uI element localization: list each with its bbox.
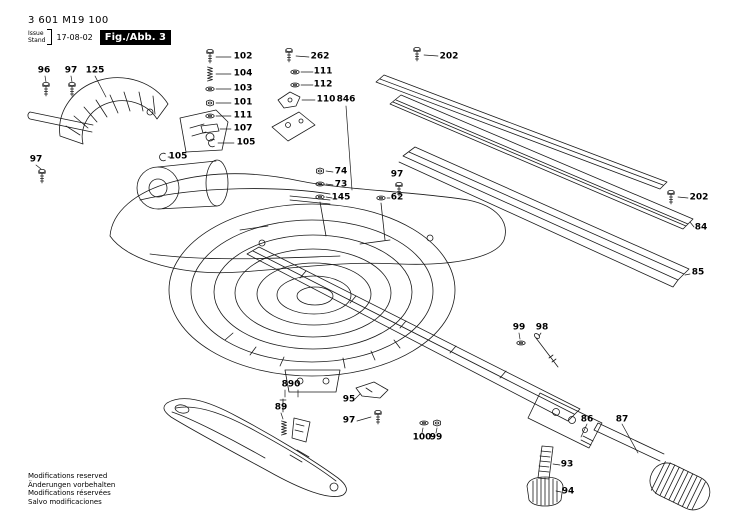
- clamp-knob: [526, 445, 564, 507]
- fence-rails: [375, 74, 694, 288]
- blade-guard: [27, 77, 169, 145]
- saw-base: [109, 173, 506, 393]
- stand-label: Stand: [28, 37, 46, 44]
- latch-hardware: [279, 333, 559, 443]
- issue-date: 17-08-02: [56, 32, 93, 42]
- bracket-divider: [47, 29, 53, 45]
- screw-97-icon: [68, 81, 76, 97]
- screw-202-right-icon: [667, 189, 675, 205]
- support-arm: [163, 398, 347, 497]
- footer-note-en: Modifications reserved: [28, 472, 108, 480]
- screw-97-left-icon: [38, 168, 46, 184]
- model-number: 3 601 M19 100: [28, 15, 109, 26]
- pull-handle: [593, 422, 711, 511]
- issue-label: Issue: [28, 30, 44, 37]
- leader-lines: [35, 54, 695, 493]
- issue-stand-labels: Issue Stand: [28, 30, 45, 44]
- screw-96-icon: [42, 81, 50, 97]
- hardware-column-middle: [277, 47, 301, 109]
- pivot-cylinder: [136, 159, 229, 210]
- slide-rail: [246, 246, 603, 449]
- washer-stacks: [315, 167, 403, 241]
- screw-202-top-icon: [413, 46, 421, 62]
- footer-note-es: Salvo modificaciones: [28, 497, 102, 506]
- footer-notes: Modifications reserved Änderungen vorbeh…: [28, 472, 115, 506]
- pivot-bracket: [179, 109, 316, 153]
- title-block: 3 601 M19 100 Issue Stand 17-08-02 Fig./…: [28, 15, 171, 45]
- footer-note-de: Änderungen vorbehalten: [28, 480, 116, 489]
- hardware-column-left: [159, 48, 220, 162]
- footer-note-fr: Modifications réservées: [28, 489, 111, 497]
- figure-badge: Fig./Abb. 3: [99, 29, 171, 45]
